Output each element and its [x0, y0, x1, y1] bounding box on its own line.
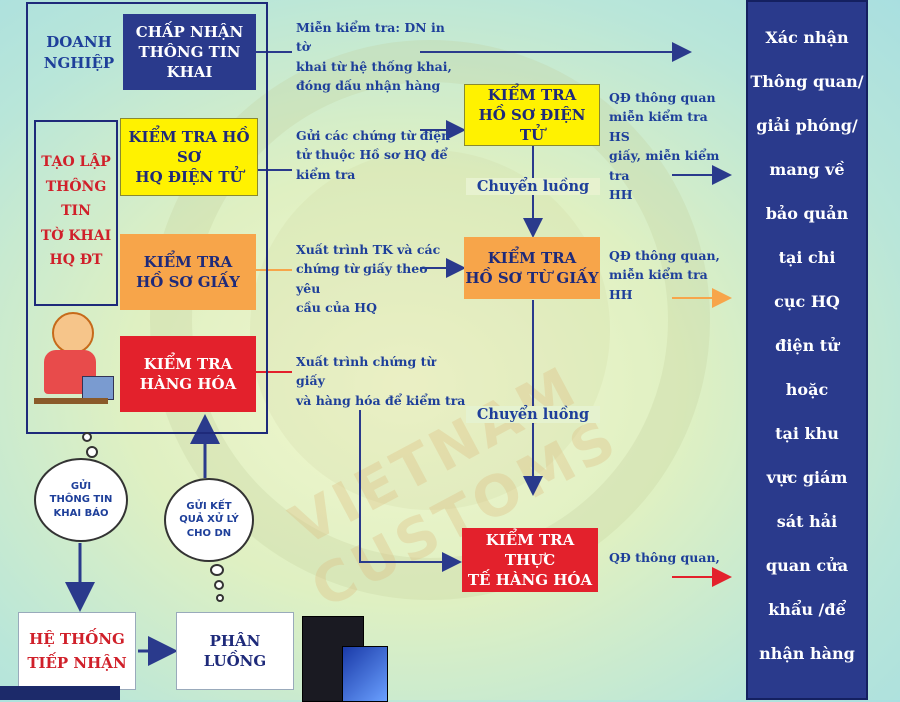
decision-paper-docs: QĐ thông quan, miễn kiểm tra HH — [609, 248, 720, 302]
check-e-docs-box: KIỂM TRA HỒ SƠ HQ ĐIỆN TỬ — [120, 118, 258, 196]
create-info-frame — [34, 120, 118, 306]
clearance-text: Xác nhận Thông quan/ giải phóng/ mang về… — [750, 28, 864, 663]
thought-bubble-small-4 — [214, 580, 224, 590]
check-goods-note: Xuất trình chứng từ giấy và hàng hóa để … — [296, 354, 466, 408]
enterprise-frame — [26, 2, 268, 434]
decision-e-docs: QĐ thông quan miễn kiểm tra HS giấy, miễ… — [609, 90, 720, 202]
switch-label-2: Chuyển luồng — [466, 406, 600, 423]
decision-actual-goods: QĐ thông quan, — [609, 550, 720, 565]
routing-box: PHÂN LUỒNG — [176, 612, 294, 690]
create-info-text: TẠO LẬP THÔNG TIN TỜ KHAI HQ ĐT — [40, 154, 112, 268]
middle-paper-box: KIỂM TRA HỒ SƠ TỪ GIẤY — [464, 237, 600, 299]
middle-actual-goods-box: KIỂM TRA THỰC TẾ HÀNG HÓA — [462, 528, 598, 592]
receiving-system-box: HỆ THỐNG TIẾP NHẬN — [18, 612, 136, 690]
thought-bubble-small-1 — [82, 432, 92, 442]
clearance-panel: Xác nhận Thông quan/ giải phóng/ mang về… — [746, 0, 868, 700]
accept-info-box: CHẤP NHẬN THÔNG TIN KHAI — [123, 14, 256, 90]
enterprise-title: DOANH NGHIỆP — [43, 33, 115, 72]
thought-bubble-small-5 — [216, 594, 224, 602]
monitor-illustration — [0, 686, 120, 700]
goods-arrow — [359, 410, 462, 572]
result-cloud: GỬI KẾT QUẢ XỬ LÝ CHO DN — [164, 478, 254, 562]
thought-bubble-small-2 — [86, 446, 98, 458]
middle-e-docs-box: KIỂM TRA HỒ SƠ ĐIỆN TỬ — [464, 84, 600, 146]
check-goods-box: KIỂM TRA HÀNG HÓA — [120, 336, 256, 412]
thought-bubble-small-3 — [210, 564, 224, 576]
check-e-docs-note: Gửi các chứng từ điện tử thuộc Hồ sơ HQ … — [296, 128, 451, 182]
switch-label-1: Chuyển luồng — [466, 178, 600, 195]
computer-illustration — [294, 616, 390, 702]
emblem-inner-watermark — [250, 150, 610, 510]
send-info-cloud: GỬI THÔNG TIN KHAI BÁO — [34, 458, 128, 542]
accept-note: Miễn kiểm tra: DN in tờ khai từ hệ thống… — [296, 20, 452, 94]
check-paper-box: KIỂM TRA HỒ SƠ GIẤY — [120, 234, 256, 310]
person-illustration — [26, 306, 118, 428]
check-paper-note: Xuất trình TK và các chứng từ giấy theo … — [296, 242, 441, 316]
